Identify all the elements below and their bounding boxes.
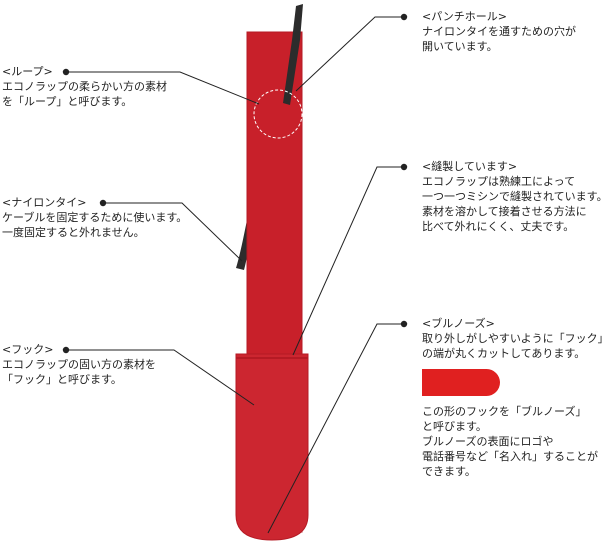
annotation-nylon-tie: <ナイロンタイ> ケーブルを固定するために使います。 一度固定すると外れません。	[2, 195, 187, 240]
annotation-nylon-tie-title: <ナイロンタイ>	[2, 196, 87, 209]
annotation-sewn-line: 一つ一つミシンで縫製されています。	[422, 190, 608, 203]
annotation-bullnose-line: 取り外しがしやすいように「フック」	[422, 332, 609, 345]
annotation-punch-hole-line: 開いています。	[422, 40, 498, 53]
nylon-tie-head	[283, 4, 303, 105]
annotation-bullnose-line: の端が丸くカットしてあります。	[422, 347, 586, 360]
leader-bullnose	[267, 323, 404, 534]
dot-punch-hole	[400, 13, 408, 21]
annotation-sewn-title: <縫製しています>	[422, 160, 518, 173]
annotation-bullnose-note-line: この形のフックを「ブルノーズ」	[422, 405, 587, 418]
dot-sewn	[400, 163, 408, 171]
annotation-hook-title: <フック>	[2, 343, 54, 356]
annotation-bullnose-note-line: 電話番号など「名入れ」することが	[422, 450, 598, 463]
annotation-punch-hole-line: ナイロンタイを通すための穴が	[422, 25, 576, 38]
annotation-punch-hole: <パンチホール> ナイロンタイを通すための穴が 開いています。	[422, 9, 576, 54]
annotation-nylon-tie-line: 一度固定すると外れません。	[2, 226, 145, 239]
dot-loop	[62, 68, 70, 76]
annotation-bullnose-note-line: ブルノーズの表面にロゴや	[422, 435, 554, 448]
annotation-hook: <フック> エコノラップの固い方の素材を 「フック」と呼びます。	[2, 342, 156, 387]
annotation-loop-line: エコノラップの柔らかい方の素材	[2, 80, 167, 93]
annotation-sewn: <縫製しています> エコノラップは熟練工によって 一つ一つミシンで縫製されていま…	[422, 159, 608, 234]
annotation-bullnose-note-line: と呼びます。	[422, 420, 487, 433]
annotation-sewn-line: 素材を溶かして接着させる方法に	[422, 205, 587, 218]
annotation-nylon-tie-line: ケーブルを固定するために使います。	[2, 211, 188, 224]
annotation-bullnose: <ブルノーズ> 取り外しがしやすいように「フック」 の端が丸くカットしてあります…	[422, 316, 609, 361]
leader-loop	[66, 71, 260, 105]
bullnose-shape-sample	[422, 369, 500, 396]
annotation-sewn-line: 比べて外れにくく、丈夫です。	[422, 220, 575, 233]
dot-bullnose	[400, 320, 408, 328]
dot-nylon-tie	[99, 199, 107, 207]
annotation-bullnose-note: この形のフックを「ブルノーズ」 と呼びます。 ブルノーズの表面にロゴや 電話番号…	[422, 404, 598, 479]
leader-punch-hole	[295, 16, 404, 92]
annotation-bullnose-title: <ブルノーズ>	[422, 317, 495, 330]
punch-hole-marker	[253, 89, 303, 139]
hook-section	[235, 353, 309, 541]
leader-sewn	[292, 166, 404, 356]
dot-hook	[62, 346, 70, 354]
annotation-loop: <ループ> エコノラップの柔らかい方の素材 を「ループ」と呼びます。	[2, 64, 167, 109]
annotation-hook-line: 「フック」と呼びます。	[2, 373, 122, 386]
annotation-bullnose-note-line: できます。	[422, 465, 476, 478]
leader-nylon-tie	[103, 202, 243, 262]
leader-hook	[66, 349, 255, 406]
annotation-sewn-line: エコノラップは熟練工によって	[422, 175, 576, 188]
annotation-hook-line: エコノラップの固い方の素材を	[2, 358, 156, 371]
annotation-punch-hole-title: <パンチホール>	[422, 10, 507, 23]
annotation-loop-title: <ループ>	[2, 65, 53, 78]
annotation-loop-line: を「ループ」と呼びます。	[2, 95, 133, 108]
